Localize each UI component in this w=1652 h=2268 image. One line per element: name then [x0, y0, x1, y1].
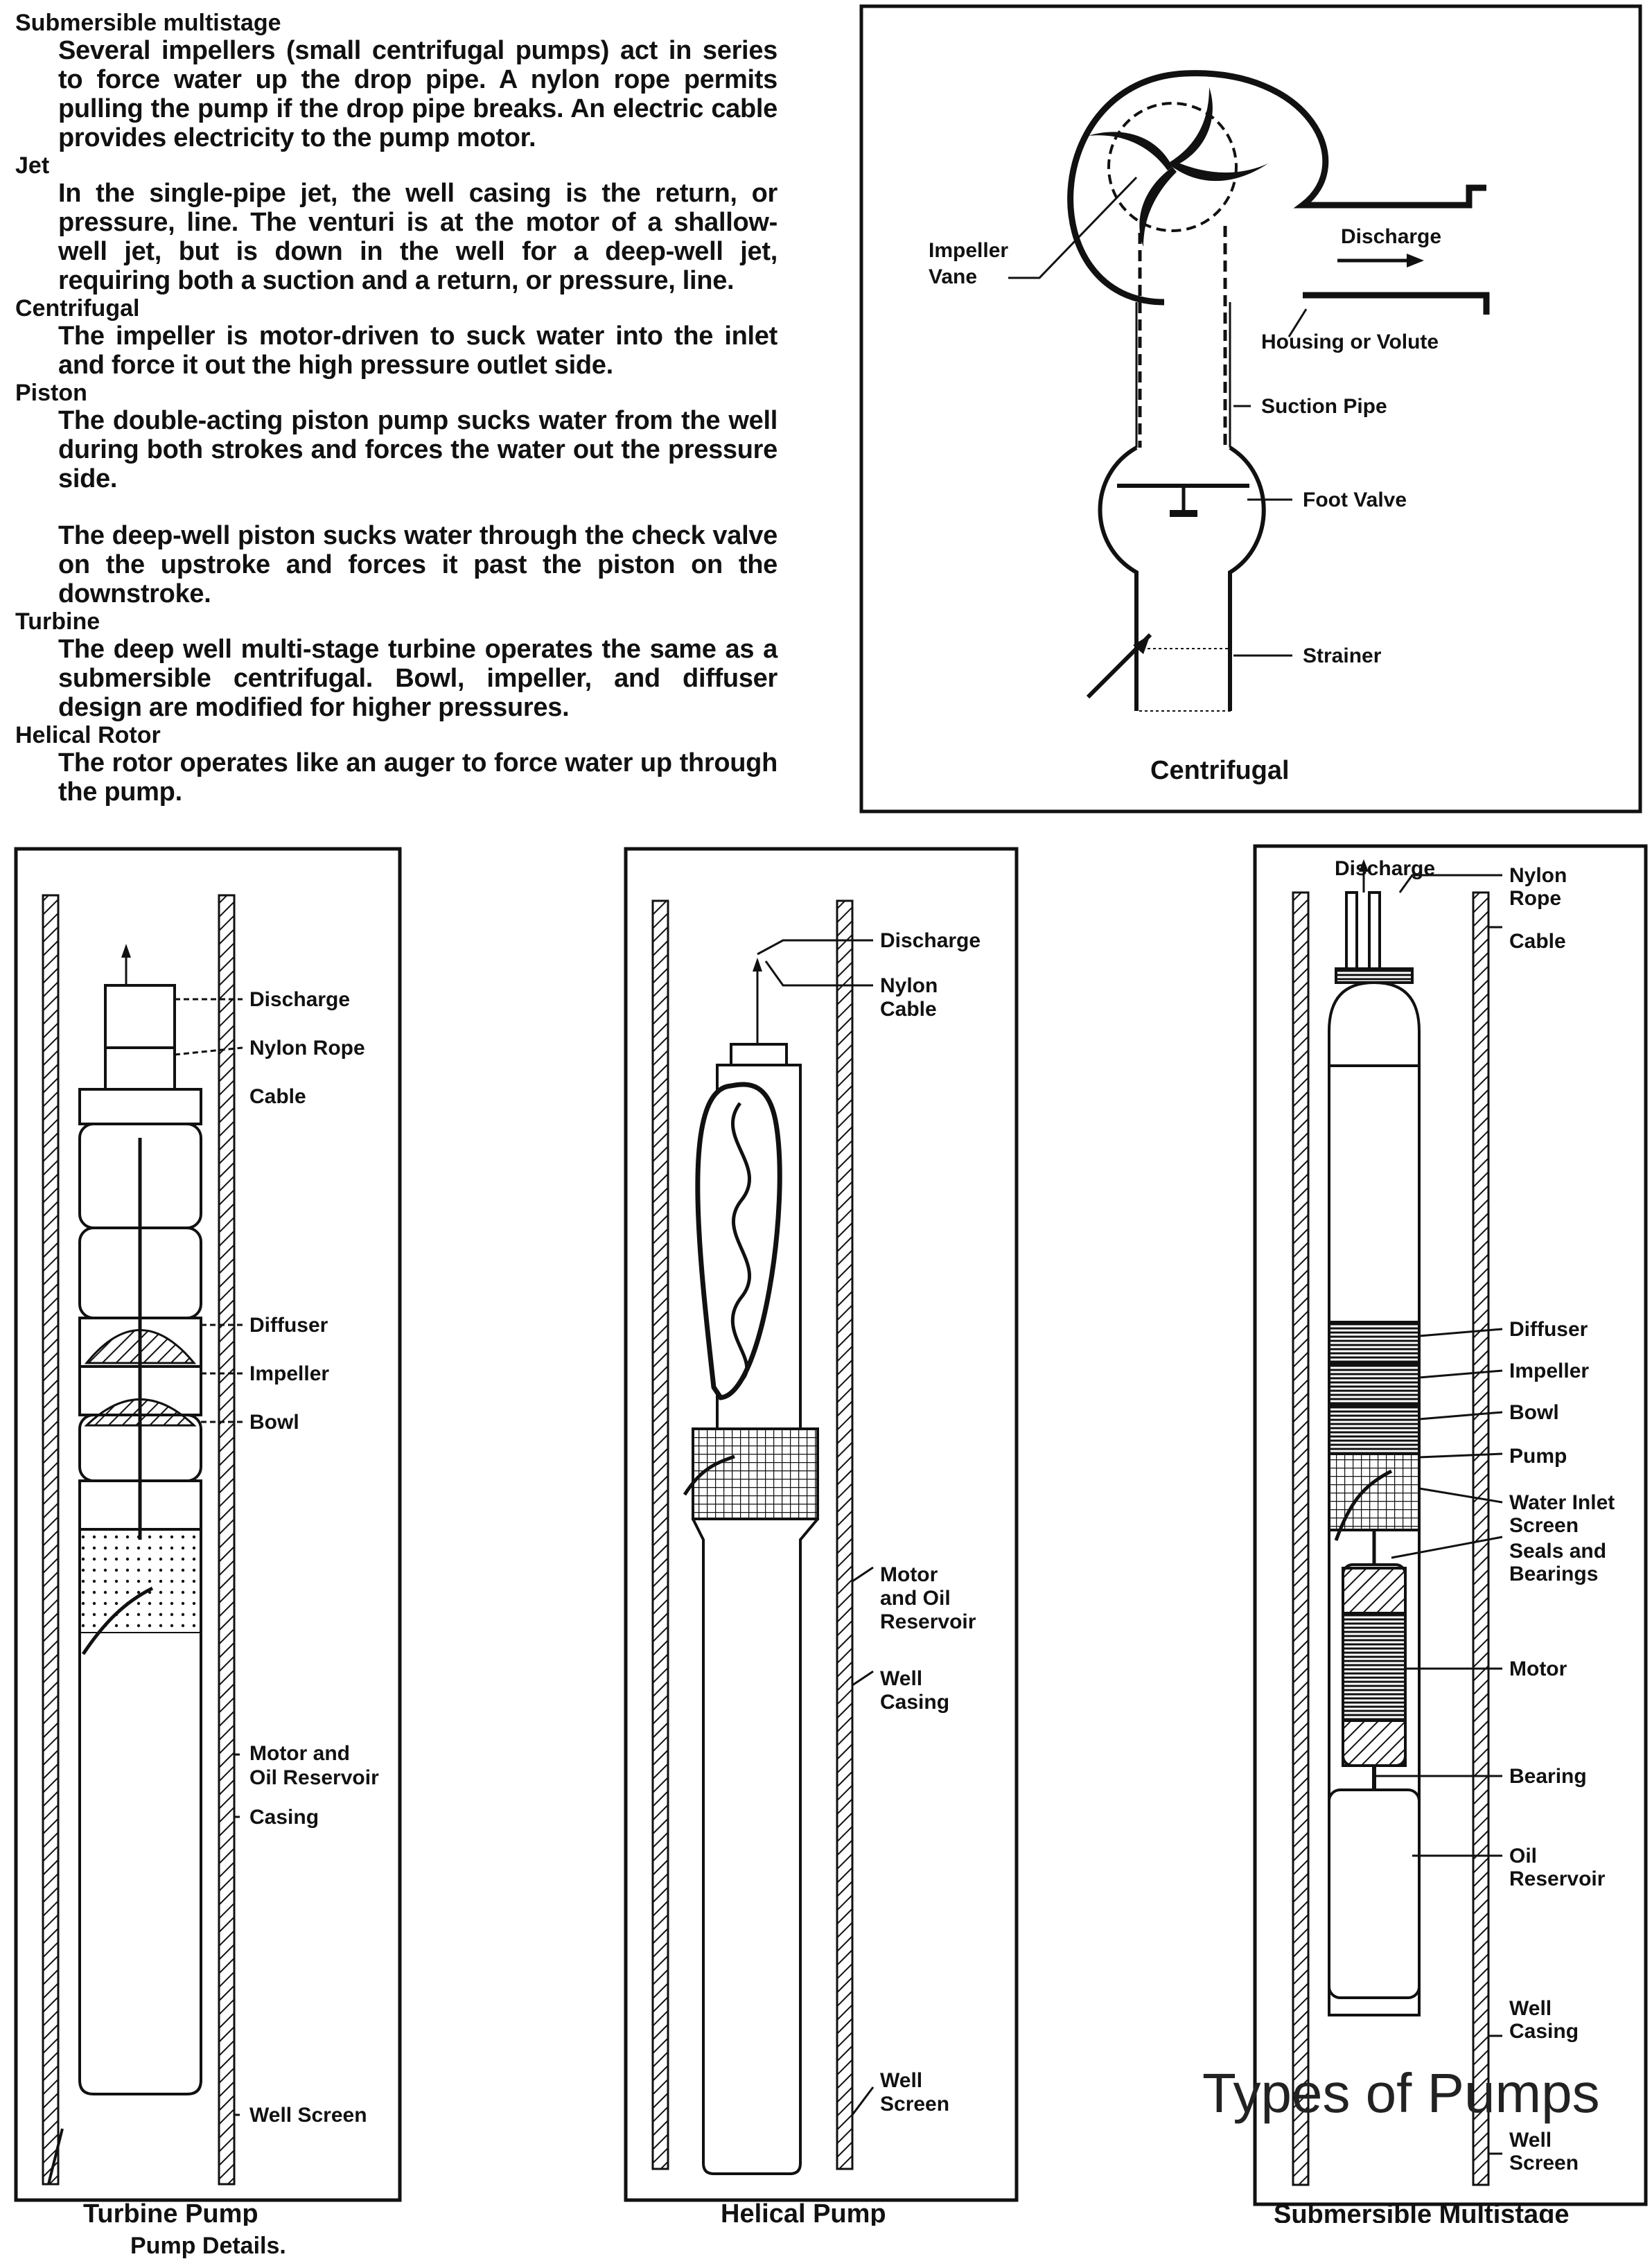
section-paragraph: The impeller is motor-driven to suck wat…: [58, 322, 777, 380]
sub-oil-label-2: Reservoir: [1509, 1867, 1606, 1890]
helical-casing-right: [836, 899, 854, 2170]
submersible-frame: [1253, 844, 1648, 2206]
section-paragraph: The rotor operates like an auger to forc…: [58, 748, 777, 807]
sub-well-casing-label-1: Well: [1509, 1997, 1552, 2020]
impeller-vane-label-1: Impeller: [929, 239, 1008, 262]
centrifugal-frame: [859, 4, 1642, 814]
sub-diffuser-label: Diffuser: [1509, 1318, 1588, 1341]
sub-well-casing-label-2: Casing: [1509, 2020, 1579, 2043]
section-heading: Jet: [15, 152, 50, 179]
helical-pump-diagram: Discharge Nylon Cable Motor and Oil Rese…: [624, 847, 1019, 2226]
submersible-leaders: [1374, 874, 1503, 2155]
centrifugal-caption: Centrifugal: [1150, 756, 1290, 785]
helical-leaders: [757, 939, 875, 2116]
helical-inflow: [683, 1454, 735, 1496]
figure-footnote: Pump Details.: [130, 2233, 286, 2259]
sub-well-screen-label-1: Well: [1509, 2129, 1552, 2152]
sub-bearing-label: Bearing: [1509, 1765, 1587, 1788]
helical-motor-label-2: and Oil: [880, 1587, 951, 1610]
turbine-nylon-rope-label: Nylon Rope: [249, 1037, 365, 1060]
turbine-casing-label: Casing: [249, 1806, 319, 1829]
helical-well-casing-label-1: Well: [880, 1667, 922, 1690]
centrifugal-leaders: [1008, 176, 1308, 657]
discharge-outlet: [1303, 292, 1490, 315]
suction-pipe: [1135, 302, 1231, 448]
helical-well-screen-label-1: Well: [880, 2069, 922, 2092]
suction-pipe-dashed: [1138, 226, 1227, 448]
sub-seals-label-1: Seals and: [1509, 1540, 1606, 1563]
casing-right: [218, 894, 236, 2186]
turbine-inflow: [81, 1586, 154, 1655]
turbine-motor-label-2: Oil Reservoir: [249, 1766, 379, 1789]
helical-motor-label-1: Motor: [880, 1563, 938, 1586]
sub-seals-label-2: Bearings: [1509, 1563, 1598, 1585]
submersible-pump-diagram: Discharge Nylon Rope Cable Diffuser Impe…: [1253, 844, 1648, 2223]
turbine-leaders: [174, 998, 243, 2116]
turbine-discharge-label: Discharge: [249, 988, 350, 1011]
helical-motor-label-3: Reservoir: [880, 1610, 976, 1633]
section-paragraph: The deep-well piston sucks water through…: [58, 521, 777, 608]
foot-valve-body: [1098, 446, 1266, 711]
turbine-impeller-label: Impeller: [249, 1362, 329, 1385]
section-paragraph: Several impellers (small centrifugal pum…: [58, 36, 777, 152]
turbine-frame: [14, 847, 402, 2202]
helical-well-screen-label-2: Screen: [880, 2093, 949, 2116]
turbine-bowl-label: Bowl: [249, 1411, 299, 1434]
helical-rotor: [730, 1102, 752, 1382]
sub-cable-label: Cable: [1509, 930, 1566, 953]
centrifugal-diagram: Impeller Vane Discharge Housing or Volut…: [859, 4, 1642, 814]
impeller-outline: [1107, 102, 1238, 232]
section-heading: Submersible multistage: [15, 10, 281, 36]
section-paragraph: The double-acting piston pump sucks wate…: [58, 406, 777, 493]
strainer-mesh: [1136, 648, 1231, 712]
sub-motor-label: Motor: [1509, 1658, 1567, 1680]
section-heading: Centrifugal: [15, 295, 140, 322]
submersible-caption: Submersible Multistage: [1274, 2200, 1570, 2223]
sub-pump-label: Pump: [1509, 1445, 1567, 1468]
helical-casing-left: [651, 899, 669, 2170]
sub-bowl-label: Bowl: [1509, 1401, 1559, 1424]
section-heading: Turbine: [15, 608, 100, 635]
helical-well-casing-label-2: Casing: [880, 1691, 949, 1714]
helical-caption: Helical Pump: [721, 2199, 886, 2226]
casing-left: [42, 894, 60, 2186]
discharge-label: Discharge: [1341, 225, 1441, 248]
strainer-label: Strainer: [1303, 644, 1382, 667]
overlay-title: Types of Pumps: [1202, 2062, 1600, 2124]
volute-housing: [1067, 70, 1486, 306]
sub-casing-left: [1292, 891, 1310, 2186]
foot-valve-label: Foot Valve: [1303, 489, 1407, 511]
sub-inflow: [1334, 1469, 1393, 1541]
impeller-vane-label-2: Vane: [929, 265, 977, 288]
housing-label: Housing or Volute: [1261, 331, 1439, 353]
turbine-motor-label-1: Motor and: [249, 1742, 350, 1765]
sub-discharge-label: Discharge: [1335, 857, 1435, 880]
turbine-cable-label: Cable: [249, 1085, 306, 1108]
sub-impeller-label: Impeller: [1509, 1360, 1589, 1382]
turbine-well-screen-label: Well Screen: [249, 2104, 367, 2127]
impeller-vanes: [1088, 87, 1268, 247]
section-heading: Piston: [15, 380, 87, 406]
helical-nylon-label: Nylon: [880, 974, 938, 997]
turbine-diffuser-label: Diffuser: [249, 1314, 328, 1337]
sub-water-inlet-label-1: Water Inlet: [1509, 1491, 1615, 1514]
submersible-body: [1328, 891, 1421, 2016]
helical-discharge-label: Discharge: [880, 929, 981, 952]
turbine-pump-diagram: Discharge Nylon Rope Cable Diffuser Impe…: [14, 847, 402, 2226]
sub-casing-right: [1472, 891, 1490, 2186]
sub-water-inlet-label-2: Screen: [1509, 1514, 1579, 1537]
helical-frame: [624, 847, 1019, 2202]
suction-pipe-label: Suction Pipe: [1261, 395, 1387, 418]
sub-nylon-label: Nylon: [1509, 864, 1567, 887]
sub-oil-label-1: Oil: [1509, 1845, 1537, 1867]
section-heading: Helical Rotor: [15, 722, 161, 748]
section-paragraph: In the single-pipe jet, the well casing …: [58, 179, 777, 295]
sub-rope-label: Rope: [1509, 887, 1561, 910]
helical-cable-label: Cable: [880, 998, 937, 1021]
section-paragraph: The deep well multi-stage turbine operat…: [58, 635, 777, 722]
sub-well-screen-label-2: Screen: [1509, 2152, 1579, 2174]
turbine-caption: Turbine Pump: [83, 2199, 258, 2226]
